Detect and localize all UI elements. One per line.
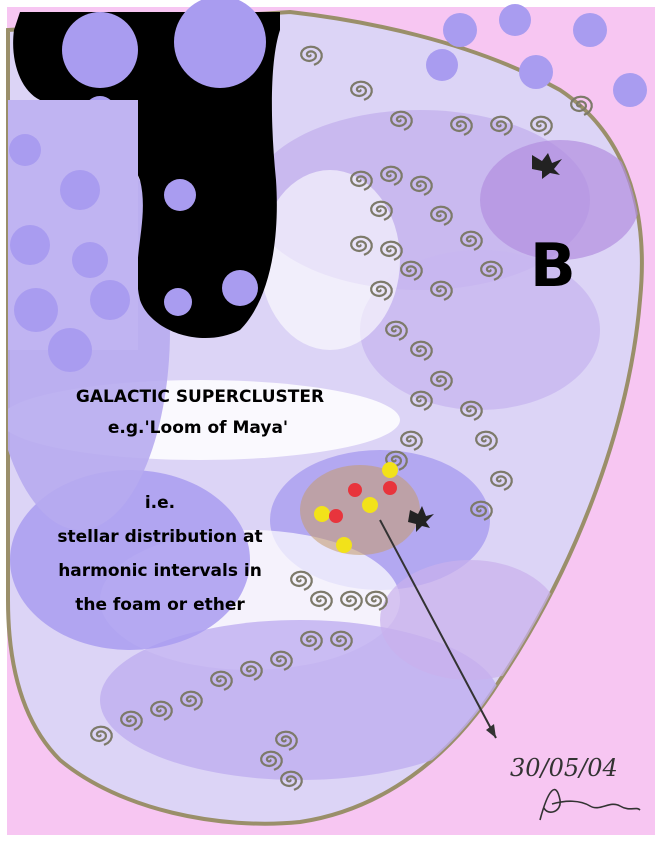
red-star <box>329 509 343 523</box>
yellow-star <box>336 537 352 553</box>
red-star <box>383 481 397 495</box>
note-line-4: the foam or ether <box>75 595 245 615</box>
note-line-3: harmonic intervals in <box>58 561 262 581</box>
panel-letter: B <box>530 231 576 301</box>
title-line-2: e.g.'Loom of Maya' <box>108 418 288 438</box>
lavender-dots-left <box>8 100 138 372</box>
title-line-1: GALACTIC SUPERCLUSTER <box>76 387 324 407</box>
handwritten-date: 30/05/04 <box>510 754 618 782</box>
red-star <box>348 483 362 497</box>
note-line-1: i.e. <box>145 493 175 513</box>
yellow-star <box>314 506 330 522</box>
note-line-2: stellar distribution at <box>57 527 262 547</box>
yellow-star <box>382 462 398 478</box>
yellow-star <box>362 497 378 513</box>
